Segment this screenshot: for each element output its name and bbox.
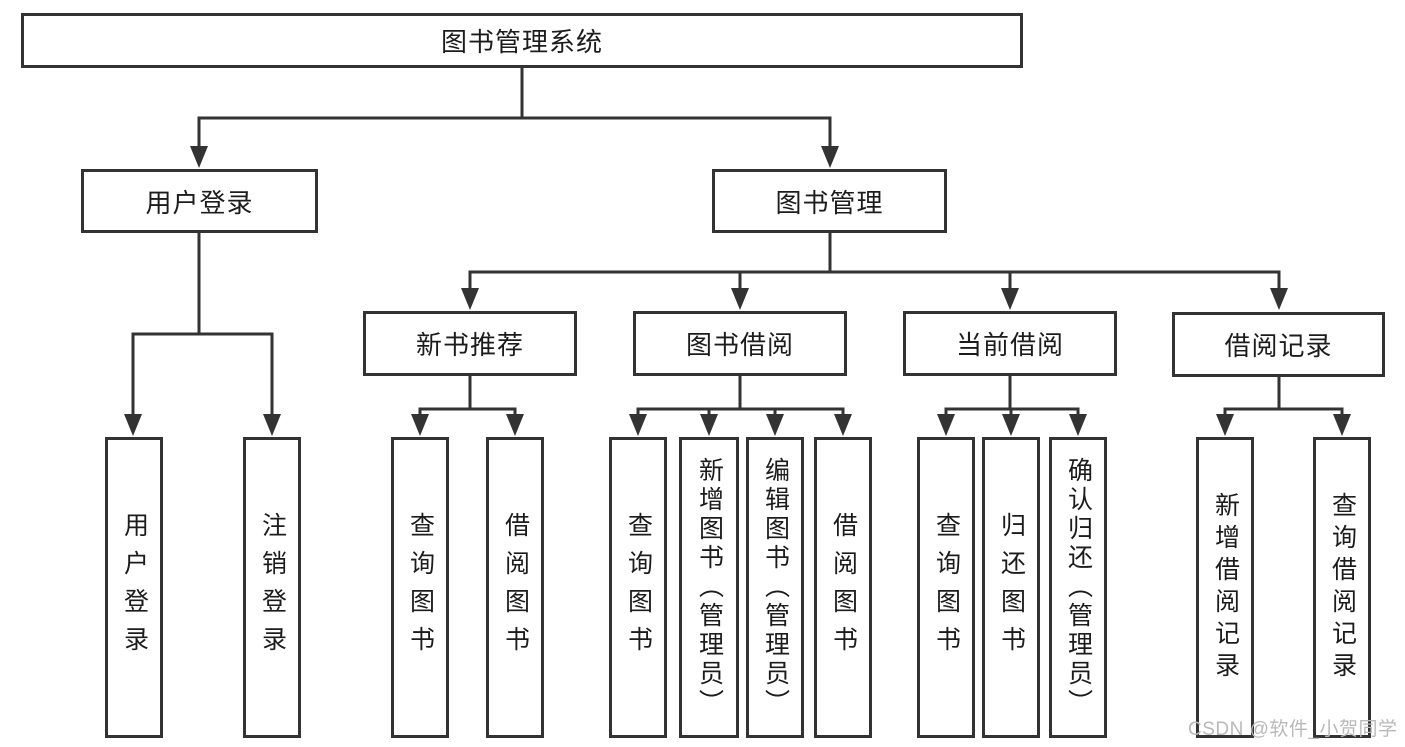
node-user-login: 用户登录	[81, 169, 318, 233]
node-new-book-recommend-label: 新书推荐	[415, 330, 524, 360]
leaf-add-borrow-record: 新增借阅记录	[1196, 437, 1254, 738]
leaf-add-borrow-record-label: 新增借阅记录	[1211, 491, 1240, 684]
node-borrow-records-label: 借阅记录	[1224, 331, 1333, 361]
leaf-query-books-2: 查询图书	[609, 437, 667, 738]
node-user-login-label: 用户登录	[145, 187, 254, 218]
leaf-query-books-3: 查询图书	[917, 437, 975, 738]
arrowhead-group	[124, 146, 1351, 436]
node-new-book-recommend: 新书推荐	[363, 311, 577, 376]
leaf-edit-book-admin: 编辑图书（管理员）	[746, 437, 804, 738]
node-root-label: 图书管理系统	[440, 27, 603, 57]
leaf-confirm-return-admin-label: 确认归还（管理员）	[1064, 457, 1093, 718]
node-current-borrow: 当前借阅	[903, 311, 1117, 376]
leaf-logout-label: 注销登录	[258, 511, 287, 664]
leaf-logout: 注销登录	[243, 437, 301, 738]
node-current-borrow-label: 当前借阅	[955, 330, 1064, 360]
leaf-return-book-label: 归还图书	[997, 511, 1026, 664]
leaf-query-borrow-record: 查询借阅记录	[1313, 437, 1371, 738]
leaf-query-books-2-label: 查询图书	[624, 511, 653, 664]
node-book-management: 图书管理	[712, 169, 947, 233]
csdn-watermark: CSDN @软件_小贺同学	[1188, 719, 1398, 740]
leaf-user-login: 用户登录	[105, 437, 163, 738]
leaf-query-books-1-label: 查询图书	[406, 511, 435, 664]
leaf-query-books-1: 查询图书	[391, 437, 449, 738]
leaf-add-book-admin-label: 新增图书（管理员）	[695, 457, 724, 718]
node-borrow-records: 借阅记录	[1172, 312, 1385, 377]
leaf-borrow-books-2: 借阅图书	[814, 437, 872, 738]
leaf-add-book-admin: 新增图书（管理员）	[679, 437, 739, 738]
leaf-return-book: 归还图书	[982, 437, 1040, 738]
node-book-management-label: 图书管理	[775, 187, 884, 218]
leaf-confirm-return-admin: 确认归还（管理员）	[1049, 437, 1107, 738]
leaf-borrow-books-2-label: 借阅图书	[829, 511, 858, 664]
leaf-user-login-label: 用户登录	[120, 511, 149, 664]
node-root: 图书管理系统	[21, 13, 1023, 68]
leaf-query-books-3-label: 查询图书	[932, 511, 961, 664]
leaf-borrow-books-1-label: 借阅图书	[501, 511, 530, 664]
node-book-borrow: 图书借阅	[633, 311, 847, 376]
node-book-borrow-label: 图书借阅	[685, 330, 794, 360]
leaf-borrow-books-1: 借阅图书	[486, 437, 544, 738]
leaf-query-borrow-record-label: 查询借阅记录	[1328, 491, 1357, 684]
leaf-edit-book-admin-label: 编辑图书（管理员）	[761, 457, 790, 718]
